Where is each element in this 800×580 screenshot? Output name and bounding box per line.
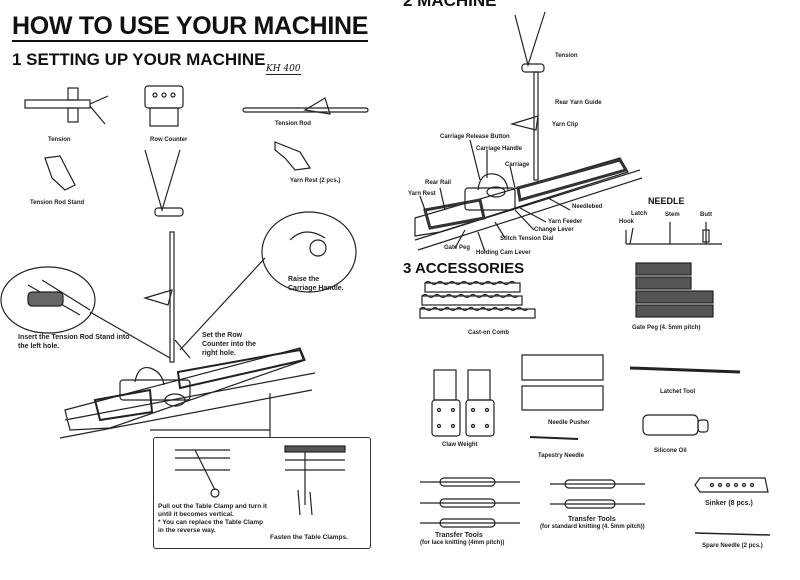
setup-machine-drawing [59, 149, 316, 439]
label-gate-peg: Gate Peg [444, 245, 471, 251]
label-carriage: Carriage [505, 162, 530, 168]
row-counter-drawing [144, 85, 184, 127]
label-tapestry-needle: Tapestry Needle [538, 453, 584, 459]
label-carriage-handle: Carriage Handle [476, 146, 523, 152]
spare-needle-drawing [694, 532, 771, 536]
label-yarn-rest: Yarn Rest [408, 191, 436, 197]
label-carriage-release-button: Carriage Release Button [440, 134, 510, 140]
section-heading-setup: 1 SETTING UP YOUR MACHINE [12, 50, 266, 69]
label-row-counter: Row Counter [150, 137, 188, 143]
label-sinker: Sinker (8 pcs.) [705, 500, 753, 507]
instruction-insert-stand: Insert the Tension Rod Stand into the le… [18, 334, 130, 350]
cast-on-comb-drawing [419, 280, 536, 319]
section-heading-accessories: 3 ACCESSORIES [403, 260, 525, 277]
tapestry-needle-drawing [529, 436, 579, 440]
label-rear-rail: Rear Rail [425, 180, 452, 186]
label-tension-rod: Tension Rod [275, 121, 311, 127]
silicone-oil-drawing [642, 414, 709, 436]
section-heading-machine: 2 MACHINE [403, 0, 497, 10]
needle-pusher-drawing [521, 354, 604, 411]
label-claw-weight: Claw Weight [442, 442, 478, 448]
label-transfer-tools-standard-note: (for standard knitting (4. 5mm pitch)) [540, 524, 645, 530]
label-transfer-tools-lace: Transfer Tools [435, 532, 483, 539]
claw-weight-drawing [431, 369, 495, 437]
leader-clamp [150, 393, 271, 437]
tension-rod-stand-drawing [44, 155, 76, 191]
label-hook: Hook [619, 219, 634, 225]
instruction-pull-clamp: Pull out the Table Clamp and turn it unt… [158, 503, 267, 518]
label-stem: Stem [665, 212, 680, 218]
table-clamp-instruction-box [153, 437, 371, 549]
instruction-set-counter: Set the Row Counter into the right hole. [202, 332, 257, 357]
label-stitch-tension-dial: Stitch Tension Dial [500, 236, 554, 242]
handwritten-model-note: KH 400 [266, 64, 301, 75]
instruction-raise-handle: Raise the Carriage Handle. [288, 276, 344, 292]
label-transfer-tools-standard: Transfer Tools [568, 516, 616, 523]
needle-heading: NEEDLE [648, 196, 685, 206]
clamp-diagram-2 [284, 445, 346, 516]
gate-peg-drawing [635, 262, 714, 318]
clamp-diagram-1 [175, 449, 230, 498]
label-tension: Tension [48, 137, 71, 143]
label-spare-needle: Spare Needle (2 pcs.) [702, 543, 763, 549]
page-heading: HOW TO USE YOUR MACHINE [12, 12, 369, 42]
label-holding-cam-lever: Holding Cam Lever [476, 250, 531, 256]
machine-drawing [414, 11, 643, 253]
label-yarn-rest: Yarn Rest (2 pcs.) [290, 178, 341, 184]
tension-rod-drawing [242, 97, 369, 115]
label-rear-yarn-guide: Rear Yarn Guide [555, 100, 602, 106]
leader-row-counter [174, 339, 191, 359]
label-needle-pusher: Needle Pusher [548, 420, 590, 426]
yarn-rest-drawing [274, 141, 312, 171]
latchet-tool-drawing [629, 366, 741, 374]
label-yarn-feeder: Yarn Feeder [548, 219, 583, 225]
label-change-lever: Change Lever [534, 227, 574, 233]
label-yarn-clip: Yarn Clip [552, 122, 579, 128]
instruction-fasten-clamps: Fasten the Table Clamps. [270, 534, 348, 541]
label-latch: Latch [631, 211, 648, 217]
label-tension: Tension [555, 53, 578, 59]
callout-raise-handle [179, 211, 357, 351]
transfer-tools-standard-drawing [550, 479, 645, 509]
needle-drawing [625, 222, 722, 245]
label-tension-rod-stand: Tension Rod Stand [30, 200, 85, 206]
label-latchet-tool: Latchet Tool [660, 389, 696, 395]
label-transfer-tools-lace-note: (for lace knitting (4mm pitch)) [420, 540, 505, 546]
callout-insert-stand [0, 266, 171, 359]
label-butt: Butt [700, 212, 712, 218]
label-gate-peg: Gate Peg (4. 5mm pitch) [632, 325, 701, 331]
sinker-drawing [694, 477, 769, 493]
label-silicone-oil: Silicone Oil [654, 448, 687, 454]
tension-part-drawing [24, 87, 109, 125]
instruction-replace-clamp: * You can replace the Table Clamp in the… [158, 519, 264, 534]
label-cast-on-comb: Cast-on Comb [468, 330, 509, 336]
transfer-tools-lace-drawing [420, 477, 520, 528]
label-needlebed: Needlebed [572, 204, 603, 210]
